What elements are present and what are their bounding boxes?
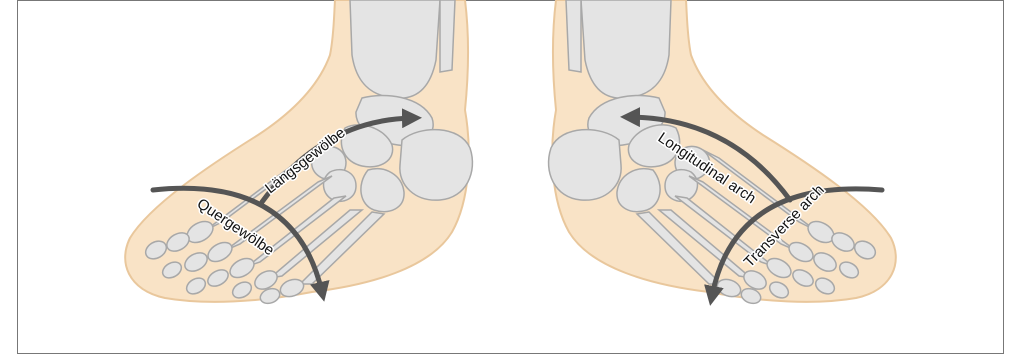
figure-frame	[18, 1, 1004, 354]
